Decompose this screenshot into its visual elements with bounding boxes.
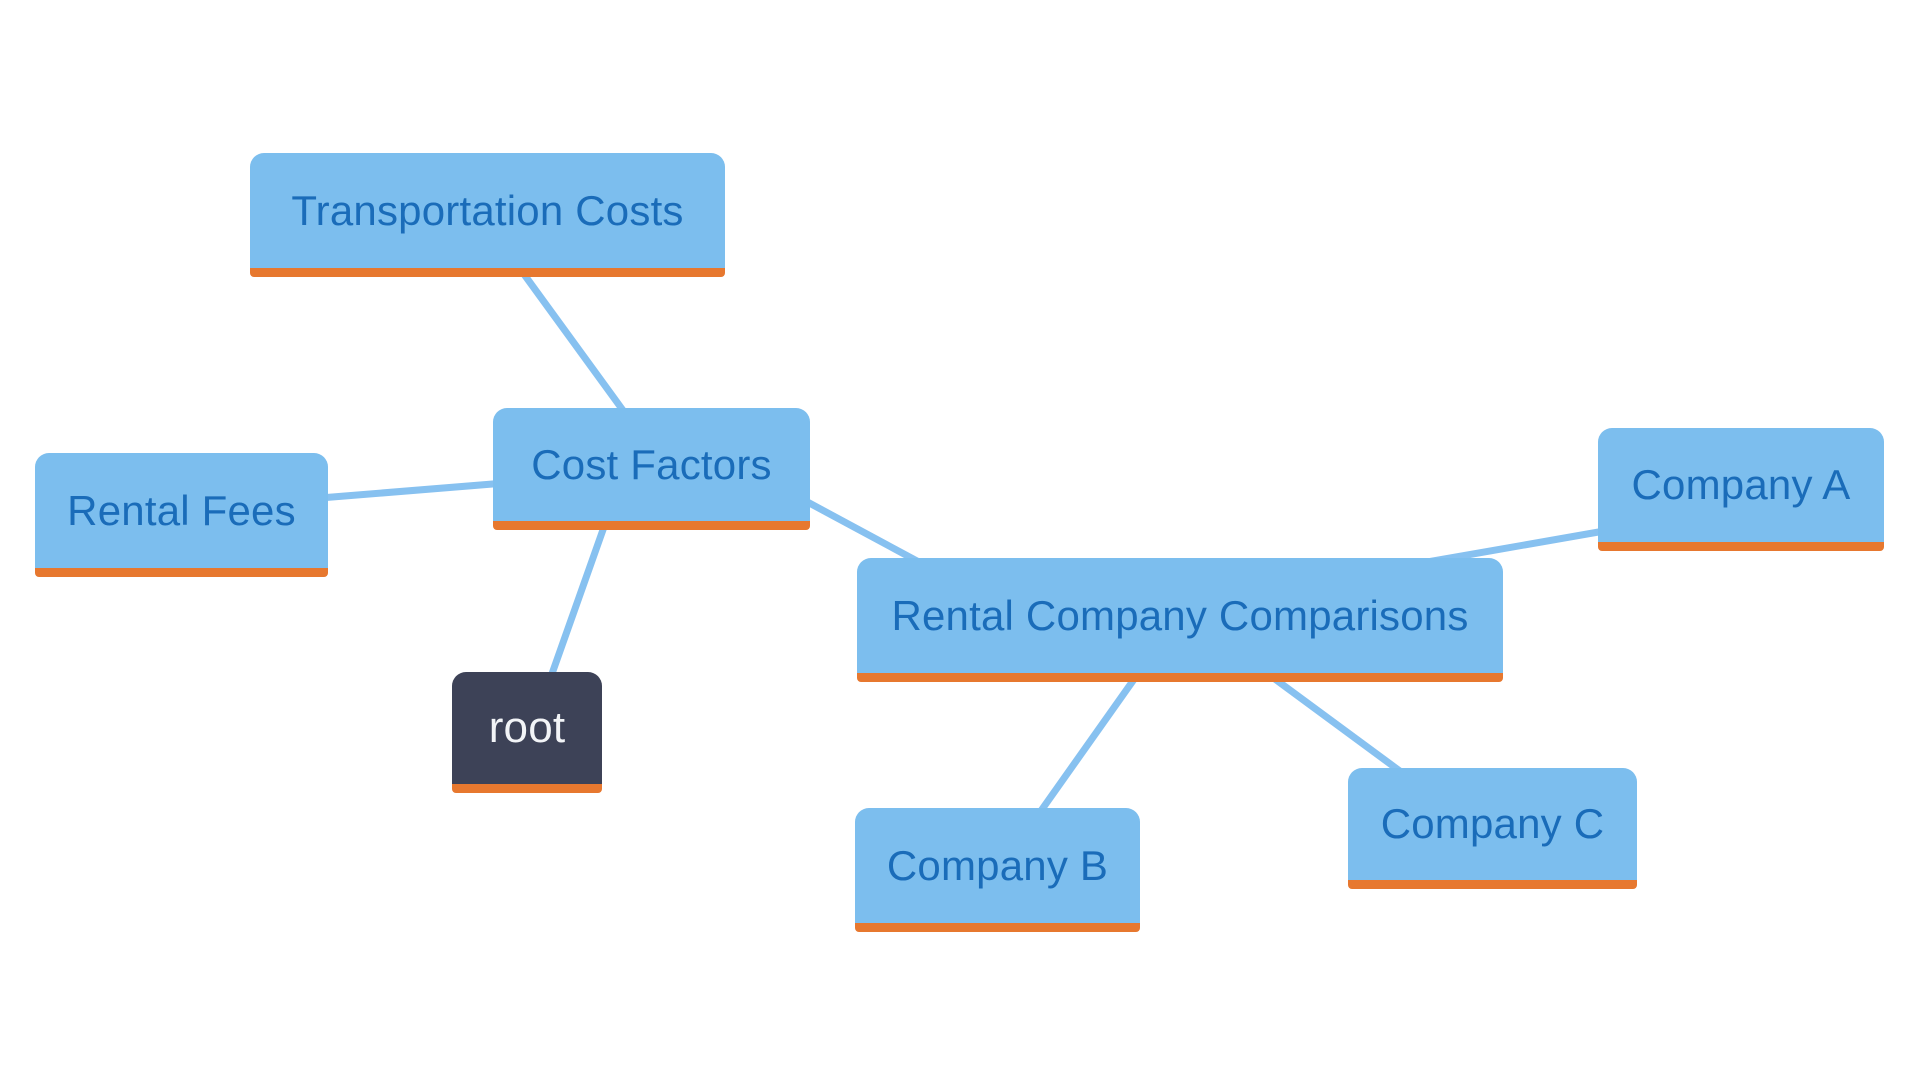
node-company-a[interactable]: Company A [1598, 428, 1884, 551]
node-rental-fees[interactable]: Rental Fees [35, 453, 328, 577]
node-company-b[interactable]: Company B [855, 808, 1140, 932]
node-transportation-costs[interactable]: Transportation Costs [250, 153, 725, 277]
edge-root-costfactors [544, 508, 614, 687]
edge-costfactors-rentalfees [319, 479, 506, 502]
node-cost-factors[interactable]: Cost Factors [493, 408, 810, 530]
edge-costfactors-rentalcompanycomparisons [798, 494, 932, 572]
node-root[interactable]: root [452, 672, 602, 793]
node-company-c[interactable]: Company C [1348, 768, 1637, 889]
node-rental-company-comparisons[interactable]: Rental Company Comparisons [857, 558, 1503, 682]
edge-rentalcompanycomparisons-companyc [1257, 665, 1415, 783]
edge-costfactors-transportationcosts [507, 252, 633, 423]
edge-rentalcompanycomparisons-companyb [1035, 665, 1145, 818]
